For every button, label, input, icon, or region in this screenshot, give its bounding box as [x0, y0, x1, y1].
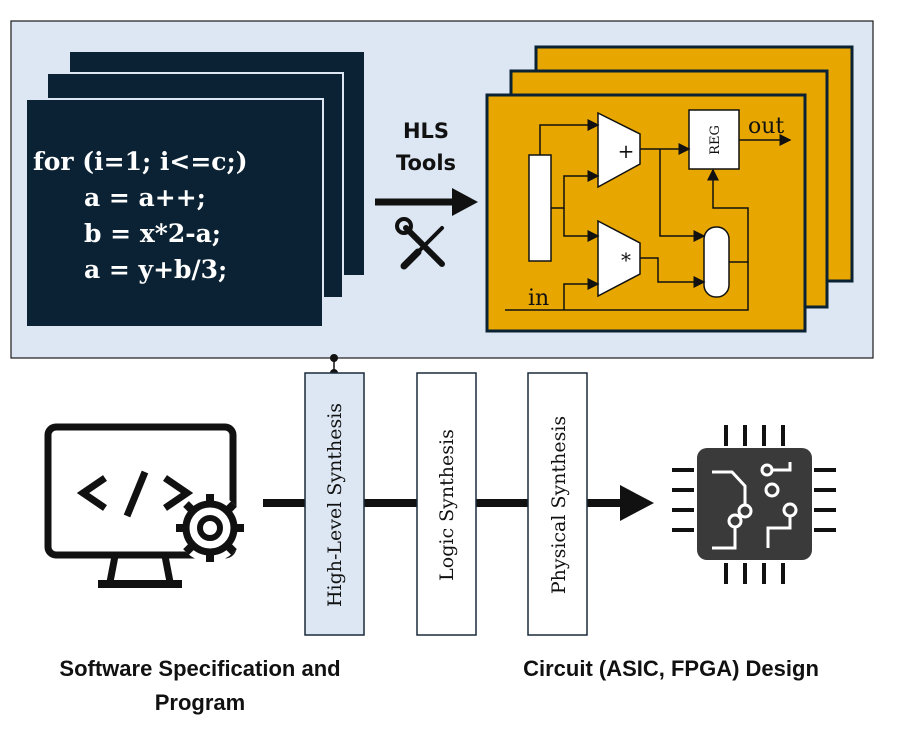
memory-block — [528, 154, 552, 262]
circuit-schematic — [505, 109, 792, 311]
stage-label-logic: Logic Synthesis — [436, 429, 458, 581]
adder-symbol: + — [618, 139, 635, 163]
left-caption-line-2: Program — [155, 690, 245, 715]
code-line-3: b = x*2-a; — [84, 219, 221, 248]
right-caption: Circuit (ASIC, FPGA) Design — [523, 656, 819, 681]
code-line-1: for (i=1; i<=c;) — [33, 147, 248, 176]
stage-label-physical: Physical Synthesis — [548, 416, 570, 594]
code-line-2: a = a++; — [84, 183, 206, 212]
hls-label: HLS — [403, 119, 449, 143]
tools-label: Tools — [396, 151, 456, 175]
stage-label-high-level: High-Level Synthesis — [324, 403, 346, 607]
stage-high-level-synthesis: High-Level Synthesis — [304, 372, 365, 636]
circuit-stack — [485, 45, 854, 333]
code-stack: for (i=1; i<=c;) a = a++; b = x*2-a; a =… — [25, 50, 366, 328]
computer-code-gear-icon — [44, 423, 244, 588]
stage-logic-synthesis: Logic Synthesis — [416, 372, 477, 636]
register-label: REG — [708, 125, 723, 155]
mux — [703, 226, 730, 298]
input-label: in — [528, 286, 549, 311]
output-label: out — [748, 114, 784, 139]
tools-icon — [395, 217, 445, 270]
multiplier — [597, 219, 641, 298]
multiplier-symbol: * — [621, 248, 631, 272]
left-caption-line-1: Software Specification and — [59, 656, 340, 681]
code-line-4: a = y+b/3; — [84, 255, 227, 284]
hls-arrow — [375, 188, 478, 216]
adder — [597, 111, 641, 189]
stage-physical-synthesis: Physical Synthesis — [527, 372, 588, 636]
chip-icon — [672, 425, 836, 584]
